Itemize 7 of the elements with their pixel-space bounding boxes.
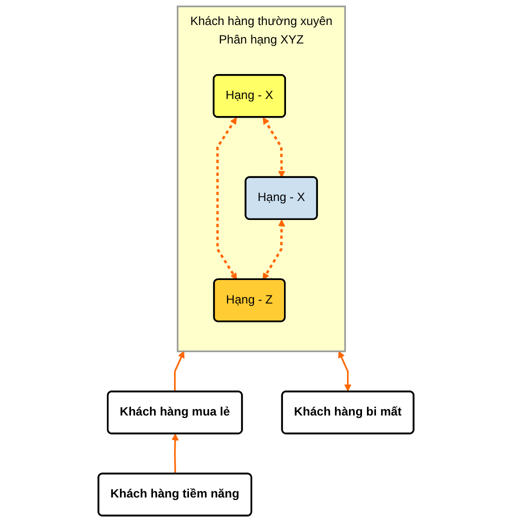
cluster <box>176 6 346 352</box>
arrow <box>262 220 286 280</box>
arrow <box>174 351 184 392</box>
arrow <box>172 434 179 474</box>
arrow <box>216 117 237 280</box>
arrow <box>262 117 286 178</box>
arrow <box>338 351 352 392</box>
